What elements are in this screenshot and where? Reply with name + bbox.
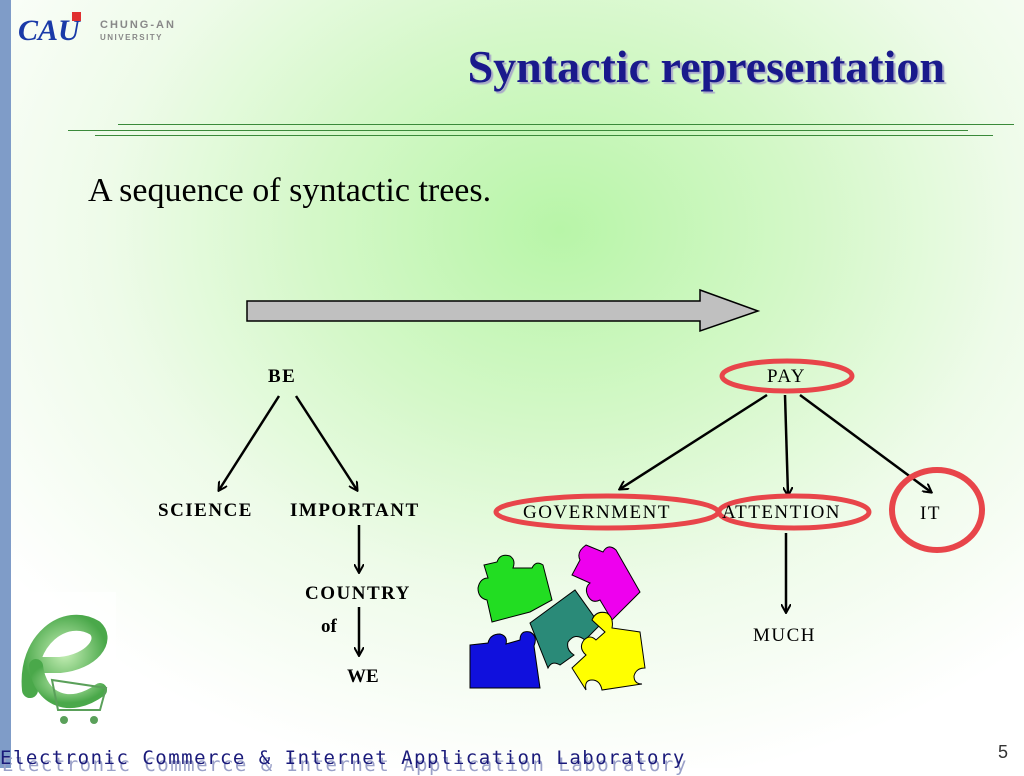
e-commerce-logo-icon <box>12 592 116 742</box>
node-of: of <box>321 616 337 637</box>
slide-subtitle: A sequence of syntactic trees. <box>88 172 492 209</box>
university-name-line2: UNIVERSITY <box>100 33 163 42</box>
title-rule-mid <box>68 130 968 131</box>
node-pay: PAY <box>767 366 807 387</box>
page-number: 5 <box>998 742 1009 762</box>
university-name-line1: CHUNG-ANG <box>100 19 176 31</box>
sequence-arrow-icon <box>246 288 761 333</box>
slide-title: Syntactic representation <box>467 41 945 92</box>
node-important: IMPORTANT <box>290 500 420 521</box>
left-accent-bar <box>0 0 11 768</box>
node-be: BE <box>268 366 297 387</box>
node-we: WE <box>347 666 379 687</box>
node-it: IT <box>920 503 941 524</box>
highlight-ellipse-attention <box>716 493 872 531</box>
node-government: GOVERNMENT <box>523 502 671 523</box>
title-rule-bottom <box>95 135 993 136</box>
cau-logo-text: CAU <box>18 14 81 47</box>
edge-be-science <box>219 395 281 490</box>
puzzle-pieces-icon <box>469 544 646 691</box>
edge-pay-attention <box>785 394 788 495</box>
node-science: SCIENCE <box>158 500 253 521</box>
node-attention: ATTENTION <box>722 502 842 523</box>
node-much: MUCH <box>753 625 817 646</box>
edge-pay-government <box>620 393 768 489</box>
edge-be-important <box>294 395 357 490</box>
node-country: COUNTRY <box>305 583 411 604</box>
highlight-ellipse-pay <box>719 358 855 394</box>
university-logo: CAU CHUNG-ANG UNIVERSITY <box>16 8 184 53</box>
footer-lab-name: Electronic Commerce & Internet Applicati… <box>0 747 686 769</box>
title-rule-top <box>118 124 1014 125</box>
highlight-circle-it <box>889 467 985 553</box>
